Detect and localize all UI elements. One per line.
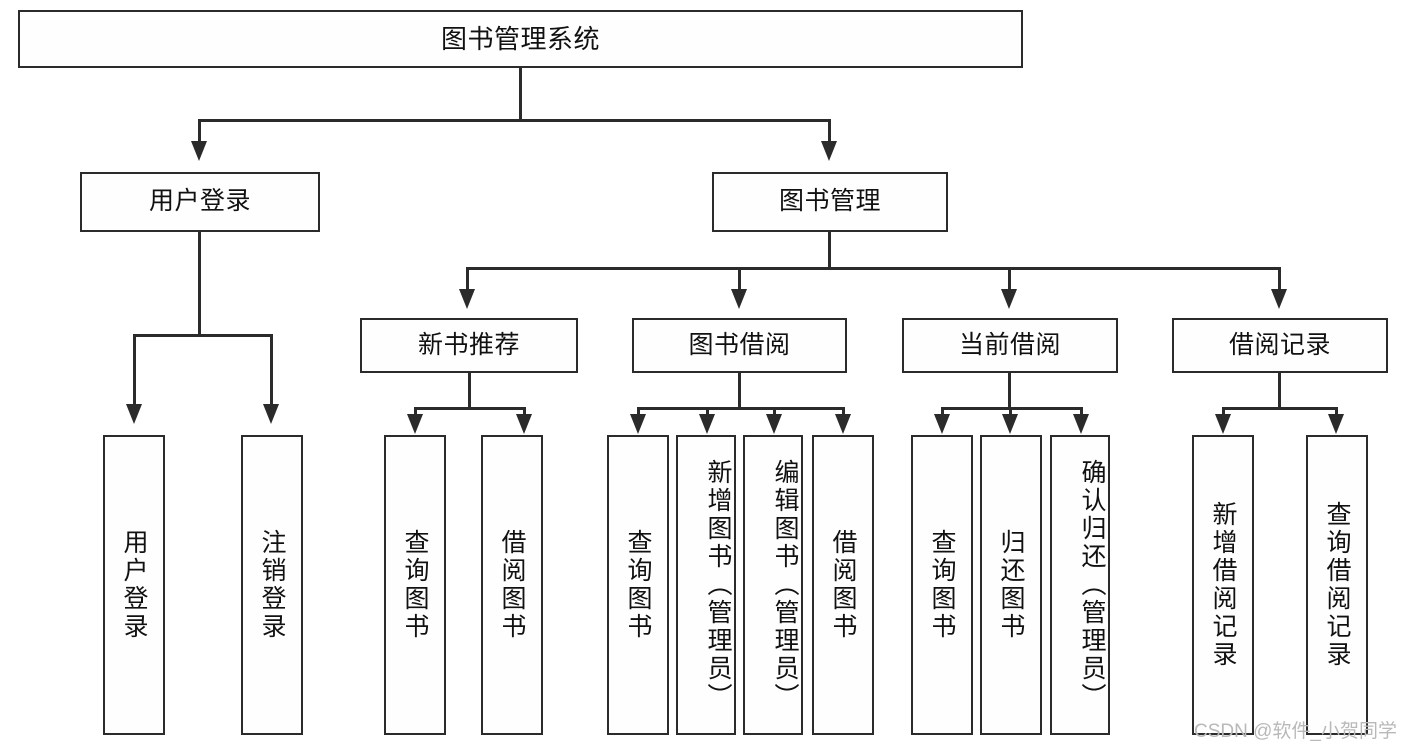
node-root-system[interactable]: 图书管理系统 [18,10,1023,68]
leaf-borrow-book-2[interactable]: 借阅图书 [812,435,874,735]
node-user-login[interactable]: 用户登录 [80,172,320,232]
arrow-to-current-borrow [1001,289,1017,309]
node-label: 新增借阅记录 [1209,501,1237,669]
edge-borrow-record-bus [1222,407,1338,410]
edge-book-borrow-bus [637,407,845,410]
node-label: 编辑图书（管理员） [771,459,799,711]
node-book-manage[interactable]: 图书管理 [712,172,948,232]
edge-current-borrow-bus [941,407,1083,410]
edge-to-book-manage [828,119,831,143]
node-label: 借阅图书 [498,529,526,641]
arrow-to-book-borrow [731,289,747,309]
node-borrow-record[interactable]: 借阅记录 [1172,318,1388,373]
arrow-leaf-add-book [699,414,715,434]
arrow-leaf-return-book [1002,414,1018,434]
node-label: 查询图书 [401,529,429,641]
leaf-add-book[interactable]: 新增图书（管理员） [676,435,736,735]
arrow-leaf-borrow-book-1 [516,414,532,434]
node-label: 图书借阅 [688,330,791,359]
edge-level2-bus [198,119,831,122]
edge-user-login-bus [133,334,273,337]
node-label: 借阅记录 [1228,330,1331,359]
arrow-leaf-query-book-2 [630,414,646,434]
edge-cb-c2 [1009,407,1012,417]
edge-to-current-borrow [1008,267,1011,291]
edge-bb-c1 [637,407,640,417]
leaf-query-book-3[interactable]: 查询图书 [911,435,973,735]
leaf-add-record[interactable]: 新增借阅记录 [1192,435,1254,735]
arrow-leaf-user-login [126,404,142,424]
edge-current-borrow-down [1008,373,1011,409]
leaf-query-record[interactable]: 查询借阅记录 [1306,435,1368,735]
leaf-edit-book[interactable]: 编辑图书（管理员） [743,435,803,735]
leaf-confirm-return[interactable]: 确认归还（管理员） [1050,435,1110,735]
node-label: 借阅图书 [829,529,857,641]
arrow-leaf-edit-book [766,414,782,434]
arrow-to-book-manage [821,141,837,161]
leaf-query-book-1[interactable]: 查询图书 [384,435,446,735]
edge-borrow-record-down [1278,373,1281,409]
arrow-leaf-query-book-3 [934,414,950,434]
node-label: 查询图书 [624,529,652,641]
arrow-to-new-book-rec [459,289,475,309]
node-label: 图书管理 [778,187,881,216]
node-label: 新增图书（管理员） [704,459,732,711]
edge-user-login-left [133,334,136,406]
arrow-leaf-add-record [1215,414,1231,434]
edge-to-book-borrow [738,267,741,291]
edge-cb-c3 [1080,407,1083,417]
edge-nbr-c2 [523,407,526,417]
edge-to-new-book-rec [466,267,469,291]
edge-level3-bus [466,267,1278,270]
node-label: 归还图书 [997,529,1025,641]
node-new-book-rec[interactable]: 新书推荐 [360,318,578,373]
edge-nbr-c1 [414,407,417,417]
arrow-to-user-login [191,141,207,161]
node-book-borrow[interactable]: 图书借阅 [632,318,847,373]
edge-cb-c1 [941,407,944,417]
csdn-watermark: CSDN @软件_小贺同学 [1194,721,1397,742]
leaf-logout[interactable]: 注销登录 [241,435,303,735]
edge-new-book-rec-bus [414,407,526,410]
arrow-leaf-query-book-1 [407,414,423,434]
edge-bb-c3 [773,407,776,417]
node-label: 注销登录 [258,529,286,641]
node-label: 用户登录 [120,529,148,641]
edge-book-manage-down [828,232,831,269]
node-label: 确认归还（管理员） [1078,459,1106,711]
leaf-return-book[interactable]: 归还图书 [980,435,1042,735]
node-label: 当前借阅 [958,330,1061,359]
edge-to-borrow-record [1278,267,1281,291]
node-label: 用户登录 [148,187,251,216]
arrow-leaf-confirm-return [1073,414,1089,434]
edge-bb-c4 [842,407,845,417]
arrow-to-borrow-record [1271,289,1287,309]
arrow-leaf-borrow-book-2 [835,414,851,434]
node-label: 图书管理系统 [440,23,600,54]
edge-br-c2 [1335,407,1338,417]
edge-bb-c2 [706,407,709,417]
node-label: 新书推荐 [417,330,520,359]
edge-br-c1 [1222,407,1225,417]
node-current-borrow[interactable]: 当前借阅 [902,318,1118,373]
edge-user-login-down [198,232,201,336]
leaf-borrow-book-1[interactable]: 借阅图书 [481,435,543,735]
arrow-leaf-logout [263,404,279,424]
node-label: 查询借阅记录 [1323,501,1351,669]
edge-new-book-rec-down [468,373,471,409]
edge-user-login-right [270,334,273,406]
arrow-leaf-query-record [1328,414,1344,434]
node-label: 查询图书 [928,529,956,641]
edge-to-user-login [198,119,201,143]
edge-root-down [519,68,522,120]
edge-book-borrow-down [738,373,741,409]
leaf-query-book-2[interactable]: 查询图书 [607,435,669,735]
leaf-user-login[interactable]: 用户登录 [103,435,165,735]
